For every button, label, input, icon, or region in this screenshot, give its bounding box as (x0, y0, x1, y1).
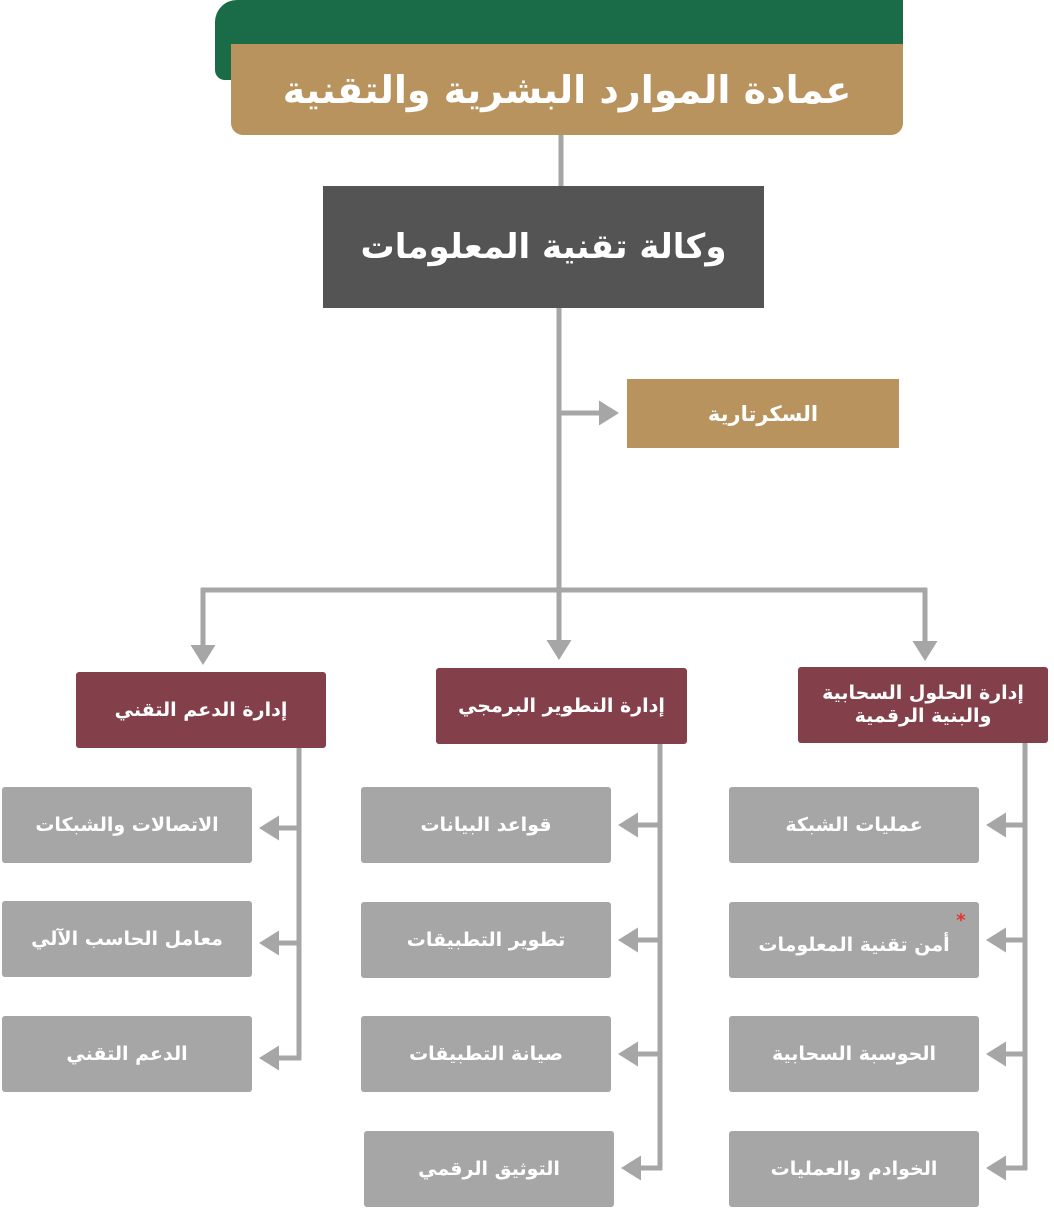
unit-it-security-label: أمن تقنية المعلومات (758, 934, 950, 956)
unit-communications-networks: الاتصالات والشبكات (2, 787, 252, 863)
unit-computer-labs: معامل الحاسب الآلي (2, 901, 252, 977)
department-software-development: إدارة التطوير البرمجي (436, 668, 687, 744)
unit-network-operations: عمليات الشبكة (729, 787, 979, 863)
unit-it-security: أمن تقنية المعلومات * (729, 902, 979, 978)
unit-app-maintenance: صيانة التطبيقات (361, 1016, 611, 1092)
unit-databases: قواعد البيانات (361, 787, 611, 863)
department-cloud-infrastructure: إدارة الحلول السحابية والبنية الرقمية (798, 667, 1048, 743)
deanship-title: عمادة الموارد البشرية والتقنية (231, 44, 903, 135)
department-technical-support: إدارة الدعم التقني (76, 672, 326, 748)
unit-servers-operations: الخوادم والعمليات (729, 1131, 979, 1207)
unit-app-development: تطوير التطبيقات (361, 902, 611, 978)
unit-cloud-computing: الحوسبة السحابية (729, 1016, 979, 1092)
secretariat-box: السكرتارية (627, 379, 899, 448)
agency-box: وكالة تقنية المعلومات (323, 186, 764, 308)
unit-label: أمن تقنية المعلومات * (758, 912, 965, 957)
unit-digital-documentation: التوثيق الرقمي (364, 1131, 614, 1207)
asterisk-marker: * (956, 910, 966, 931)
unit-technical-support: الدعم التقني (2, 1016, 252, 1092)
